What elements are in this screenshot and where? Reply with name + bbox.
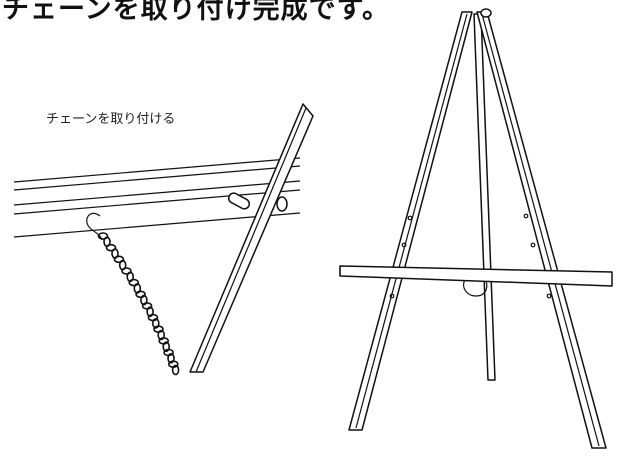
- leg-detail: [189, 103, 314, 373]
- front-right-leg: [476, 11, 607, 449]
- page-title: チェーンを取り付け完成です。: [2, 0, 390, 25]
- chain-link: [167, 352, 175, 364]
- hook-icon: [86, 212, 103, 241]
- chain-link: [171, 364, 180, 376]
- chain-loop: [463, 277, 488, 297]
- chain-link: [113, 255, 125, 264]
- chain-link: [162, 341, 170, 353]
- tray-ledge: [339, 265, 613, 287]
- chain-link: [146, 306, 154, 318]
- chain-link: [135, 290, 146, 299]
- step-caption: チェーンを取り付ける: [46, 112, 176, 127]
- chain: [97, 232, 180, 376]
- top-knob: [480, 8, 492, 18]
- chain-closeup-illustration: [13, 103, 314, 376]
- front-left-leg: [348, 11, 473, 431]
- bolt-holes: [389, 213, 552, 299]
- chain-link: [140, 294, 148, 306]
- screw-pegs: [227, 192, 288, 212]
- chain-link: [121, 267, 132, 275]
- chain-link: [152, 318, 160, 329]
- chain-link: [105, 243, 117, 252]
- chain-link: [157, 329, 165, 341]
- chain-link: [97, 232, 109, 240]
- crossbar-detail: [13, 157, 301, 238]
- chain-link: [128, 278, 140, 287]
